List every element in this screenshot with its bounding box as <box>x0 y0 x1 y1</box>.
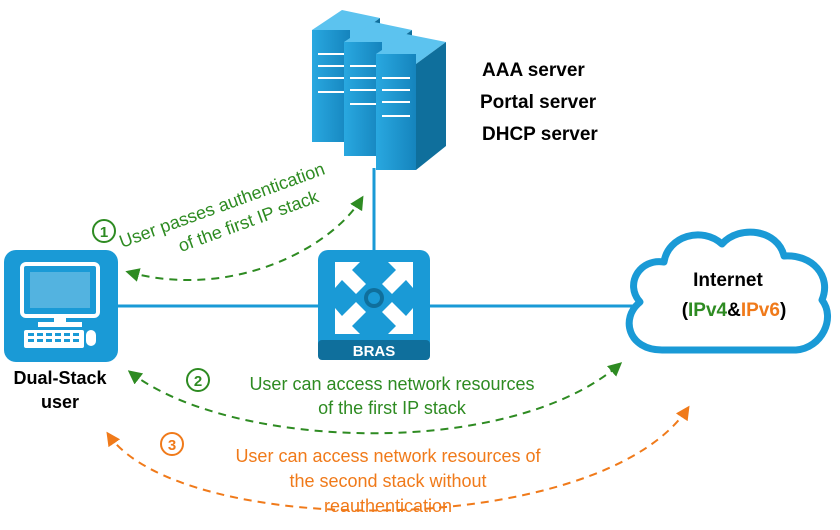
open-paren: ( <box>682 300 689 321</box>
ipv4-label: IPv4 <box>688 300 728 321</box>
close-paren: ) <box>780 300 786 321</box>
dhcp-server-label: DHCP server <box>482 124 598 145</box>
desktop-computer-icon <box>4 250 118 362</box>
step-3-line1: User can access network resources of <box>235 446 541 466</box>
step-2-line2: of the first IP stack <box>318 398 467 418</box>
internet-title: Internet <box>693 270 763 291</box>
internet-protocols: (IPv4&IPv6) <box>682 300 787 321</box>
step-3-line2: the second stack without <box>289 471 486 491</box>
user-label-line1: Dual-Stack <box>13 368 107 388</box>
cloud-icon <box>625 228 831 354</box>
step-1-number: 1 <box>100 224 108 241</box>
step-3-number: 3 <box>168 437 176 454</box>
server-labels: AAA server Portal server DHCP server <box>480 60 598 145</box>
bras-label: BRAS <box>353 343 396 360</box>
step-3-badge <box>160 432 184 456</box>
step-1-arrow <box>125 195 364 282</box>
step-3-line3: reauthentication <box>324 496 452 516</box>
step-1-badge <box>92 219 116 243</box>
aaa-server-label: AAA server <box>482 60 585 81</box>
user-label-line2: user <box>41 392 79 412</box>
ipv6-label: IPv6 <box>741 300 780 321</box>
network-links <box>118 168 640 308</box>
step-2-line1: User can access network resources <box>249 374 534 394</box>
step-2-badge <box>186 368 210 392</box>
step-2-number: 2 <box>194 373 202 390</box>
step-3: 3 User can access network resources of t… <box>106 405 690 516</box>
server-rack-icon <box>312 10 446 170</box>
step-3-arrow <box>106 405 690 512</box>
ampersand: & <box>727 300 741 321</box>
step-2: 2 User can access network resources of t… <box>127 362 623 435</box>
portal-server-label: Portal server <box>480 92 597 113</box>
